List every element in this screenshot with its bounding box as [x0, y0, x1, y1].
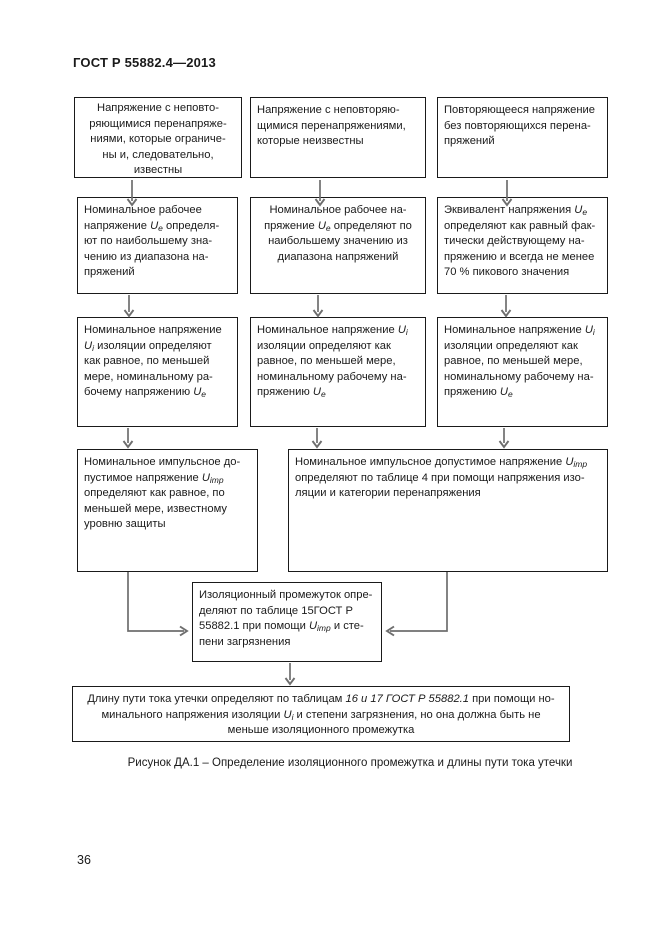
- arrow-elbow-left-to-clearance: [127, 572, 189, 637]
- arrow-elbow-right-to-clearance: [385, 572, 448, 637]
- flow-box-impulse-withstand-voltage-wide: Номинальное импульсное допустимое напряж…: [288, 449, 608, 572]
- flow-box-voltage-nonrecurring-unknown: Напряжение с неповторяю-щимися перенапря…: [250, 97, 426, 178]
- arrow-down-col3-row3: [498, 428, 510, 449]
- flow-box-creepage-distance: Длину пути тока утечки определяют по таб…: [72, 686, 570, 742]
- figure-caption: Рисунок ДА.1 – Определение изоляционного…: [127, 757, 573, 769]
- arrow-down-col1-row2: [123, 295, 135, 318]
- arrow-down-col2-row2: [312, 295, 324, 318]
- page-number: 36: [77, 853, 91, 867]
- arrow-down-col3-row2: [500, 295, 512, 318]
- arrow-down-col2-row3: [311, 428, 323, 449]
- document-header: ГОСТ Р 55882.4—2013: [73, 55, 216, 70]
- arrow-down-clearance: [284, 663, 296, 686]
- flow-box-rated-operating-voltage-middle: Номинальное рабочее на-пряжение Ue опред…: [250, 197, 426, 294]
- arrow-down-col1-row3: [122, 428, 134, 449]
- flow-box-impulse-withstand-voltage-left: Номинальное импульсное до-пустимое напря…: [77, 449, 258, 572]
- flow-box-voltage-nonrecurring-limited: Напряжение с неповто-ряющимися перенапря…: [74, 97, 242, 178]
- flow-box-clearance: Изоляционный промежуток опре-деляют по т…: [192, 582, 382, 662]
